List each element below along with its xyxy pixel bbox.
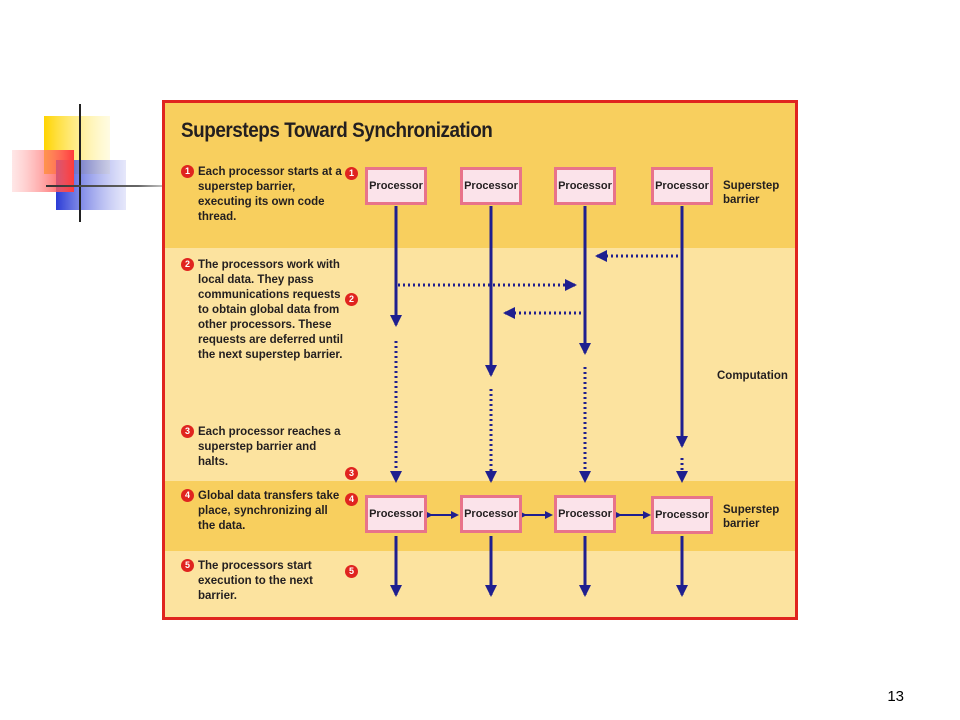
- processor-3-bottom: Processor: [554, 495, 616, 533]
- processor-1-bottom: Processor: [365, 495, 427, 533]
- processor-3-top: Processor: [554, 167, 616, 205]
- marker-5: 5: [345, 565, 358, 578]
- processor-1-top: Processor: [365, 167, 427, 205]
- label-superstep-barrier-bottom: Superstep barrier: [723, 504, 780, 530]
- marker-4: 4: [345, 493, 358, 506]
- processor-2-bottom: Processor: [460, 495, 522, 533]
- slide-decoration-graphic: [12, 104, 200, 222]
- marker-3: 3: [345, 467, 358, 480]
- processor-2-top: Processor: [460, 167, 522, 205]
- label-superstep-barrier-top: Superstep barrier: [723, 180, 780, 206]
- step-2-number: 2: [181, 258, 194, 271]
- diagram-title: Supersteps Toward Synchronization: [181, 119, 493, 142]
- processor-4-top: Processor: [651, 167, 713, 205]
- marker-2: 2: [345, 293, 358, 306]
- arrows-layer: [390, 206, 688, 597]
- next-execution-band: [165, 551, 795, 617]
- step-3-number: 3: [181, 425, 194, 438]
- step-5-number: 5: [181, 559, 194, 572]
- marker-1: 1: [345, 167, 358, 180]
- slide-number: 13: [887, 688, 904, 705]
- step-1-number: 1: [181, 165, 194, 178]
- step-4-number: 4: [181, 489, 194, 502]
- computation-band: [165, 248, 795, 481]
- label-computation: Computation: [717, 370, 788, 382]
- processor-4-bottom: Processor: [651, 496, 713, 534]
